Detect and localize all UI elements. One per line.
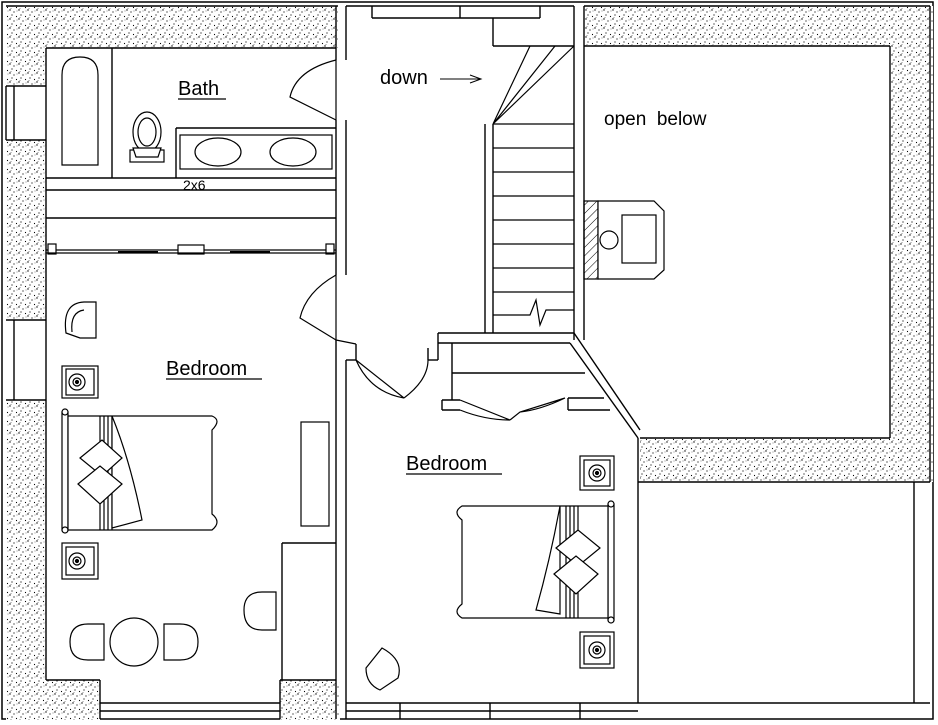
nightstand [579, 455, 615, 491]
bed [61, 408, 218, 534]
bath-fixtures [61, 56, 333, 170]
room-label-bedroom-left: Bedroom [166, 358, 247, 380]
bedroom-left-furniture [61, 301, 330, 667]
chair [243, 591, 277, 631]
bed [456, 500, 615, 624]
stairs [492, 45, 575, 328]
room-label-bath: Bath [178, 78, 219, 100]
room-label-bedroom-right: Bedroom [406, 453, 487, 475]
nightstand [61, 542, 99, 580]
chair [64, 301, 97, 339]
exterior-walls [6, 6, 933, 720]
closet-track [46, 243, 336, 255]
bathtub [61, 56, 99, 166]
stair-down-label: down [380, 67, 428, 89]
beam-label: 2x6 [183, 177, 206, 193]
toilet [129, 111, 165, 163]
fireplace [583, 200, 665, 280]
bedroom-right-furniture [365, 455, 615, 691]
nightstand [61, 365, 99, 399]
walls [5, 5, 931, 719]
table-and-chairs [69, 617, 199, 667]
doors [289, 59, 566, 421]
down-arrow-icon [440, 74, 483, 84]
vanity [179, 134, 333, 170]
chair [365, 647, 400, 691]
open-below-label: open below [604, 109, 707, 130]
nightstand [579, 631, 615, 669]
dresser [300, 421, 330, 527]
